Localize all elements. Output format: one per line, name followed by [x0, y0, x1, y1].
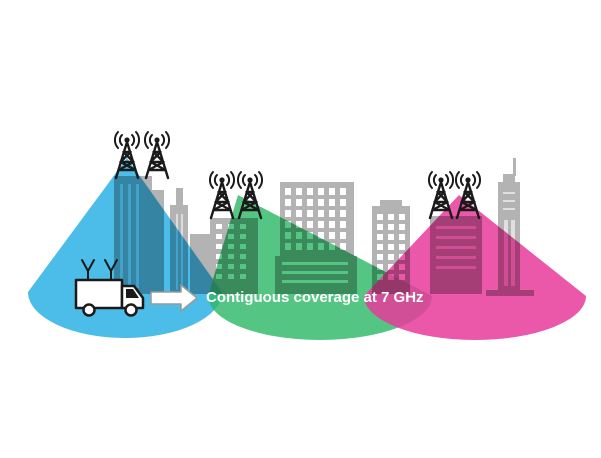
window [377, 264, 383, 270]
window [399, 214, 405, 220]
window [318, 210, 324, 217]
window [318, 232, 324, 239]
window [340, 221, 346, 228]
window [388, 254, 394, 260]
window [340, 199, 346, 206]
window [377, 254, 383, 260]
window [388, 214, 394, 220]
window [296, 188, 302, 195]
window [307, 210, 313, 217]
window [388, 224, 394, 230]
building [503, 174, 515, 184]
window [399, 244, 405, 250]
window [318, 221, 324, 228]
window [307, 199, 313, 206]
window [399, 234, 405, 240]
window [296, 199, 302, 206]
window [340, 232, 346, 239]
window [307, 188, 313, 195]
window [340, 210, 346, 217]
building [176, 188, 183, 206]
right-arrow-icon [150, 284, 198, 312]
window [285, 210, 291, 217]
window [329, 210, 335, 217]
window [285, 199, 291, 206]
cell-tower-icon [236, 170, 264, 220]
cell-tower-icon [454, 170, 482, 220]
window [377, 234, 383, 240]
window [318, 188, 324, 195]
window [340, 188, 346, 195]
window [377, 224, 383, 230]
window [377, 214, 383, 220]
building [513, 158, 516, 176]
window [285, 188, 291, 195]
coverage-area-pink [364, 195, 586, 340]
window [216, 234, 222, 239]
window [216, 244, 222, 249]
window [307, 221, 313, 228]
cell-tower-icon [113, 130, 141, 180]
window [296, 210, 302, 217]
window [329, 199, 335, 206]
window [216, 254, 222, 259]
window [388, 234, 394, 240]
window [296, 221, 302, 228]
window [216, 224, 222, 229]
window [329, 188, 335, 195]
window [388, 244, 394, 250]
coverage-caption: Contiguous coverage at 7 GHz [206, 289, 424, 306]
van-icon [74, 259, 145, 317]
cell-tower-icon [143, 130, 171, 180]
window [388, 264, 394, 270]
window [340, 243, 346, 250]
cell-tower-icon [427, 170, 455, 220]
building [380, 200, 402, 208]
window [329, 221, 335, 228]
window [377, 244, 383, 250]
window [318, 199, 324, 206]
window [329, 232, 335, 239]
window [399, 224, 405, 230]
cell-tower-icon [208, 170, 236, 220]
